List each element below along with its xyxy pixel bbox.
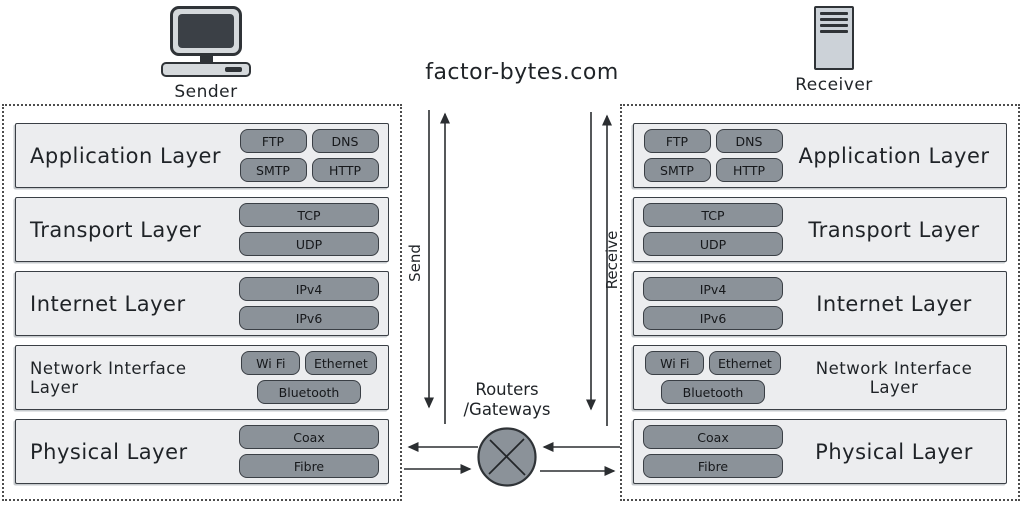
circle-x-router-icon [477,427,537,487]
server-vent-line [820,12,848,15]
protocol-tag: Coax [643,425,783,449]
server-icon [814,6,854,70]
protocol-tag: HTTP [715,158,783,182]
router-label: Routers /Gateways [440,380,574,420]
sender-device: Sender [150,6,262,102]
layer-label: Internet Layer [30,291,186,316]
layer-label: Network Interface Layer [815,358,973,397]
desktop-computer-icon [161,6,251,77]
receive-flow-label: Receive [603,230,621,290]
protocol-tag: Fibre [239,454,379,478]
protocol-tag: UDP [239,232,379,256]
protocol-tag: IPv6 [643,306,783,330]
layer-label: Physical Layer [30,439,188,464]
router-x-stroke [489,439,526,476]
receiver-label: Receiver [795,75,873,95]
protocol-tag: HTTP [311,158,379,182]
layer-label: Internet Layer [816,291,972,316]
protocol-tag: SMTP [239,158,307,182]
protocol-tag: Wi Fi [645,351,705,375]
monitor-screen [178,14,234,48]
protocol-tags: TCP UDP [643,203,783,256]
layer-row: Transport Layer TCP UDP [15,197,389,262]
protocol-tag: Ethernet [709,351,781,375]
protocol-tag: IPv4 [239,277,379,301]
protocol-tag: Fibre [643,454,783,478]
domain-title: factor-bytes.com [425,60,619,85]
layer-label: Physical Layer [815,439,973,464]
monitor-stand [199,56,213,62]
computer-slot [225,67,242,72]
computer-base [161,62,251,77]
protocol-tag: FTP [643,129,711,153]
router-x-stroke [488,438,525,475]
layer-label: Transport Layer [808,217,980,242]
protocol-tag: Wi Fi [241,351,301,375]
protocol-tag: Bluetooth [661,380,765,404]
protocol-tag: SMTP [643,158,711,182]
server-vent-line [820,18,848,21]
layer-label: Application Layer [798,143,990,168]
protocol-tag: DNS [715,129,783,153]
protocol-tag: UDP [643,232,783,256]
send-flow-label: Send [406,244,424,282]
protocol-tags: TCP UDP [239,203,379,256]
protocol-tag: TCP [643,203,783,227]
protocol-tag: Ethernet [305,351,377,375]
receiver-device: Receiver [778,6,890,95]
protocol-tag: IPv6 [239,306,379,330]
router-label-line2: /Gateways [463,399,551,419]
layer-label: Application Layer [30,143,222,168]
protocol-tag: FTP [239,129,307,153]
layer-label: Transport Layer [30,217,202,242]
monitor-bezel [170,6,242,56]
protocol-tag: TCP [239,203,379,227]
router-label-line1: Routers [475,380,539,399]
layer-label: Network Interface Layer [30,358,187,397]
protocol-tag: Bluetooth [257,380,361,404]
sender-label: Sender [174,82,238,102]
protocol-tag: IPv4 [643,277,783,301]
server-vent-line [820,30,848,33]
layer-row: Transport Layer TCP UDP [633,197,1007,262]
protocol-tag: DNS [311,129,379,153]
protocol-tag: Coax [239,425,379,449]
server-vent-line [820,24,848,27]
